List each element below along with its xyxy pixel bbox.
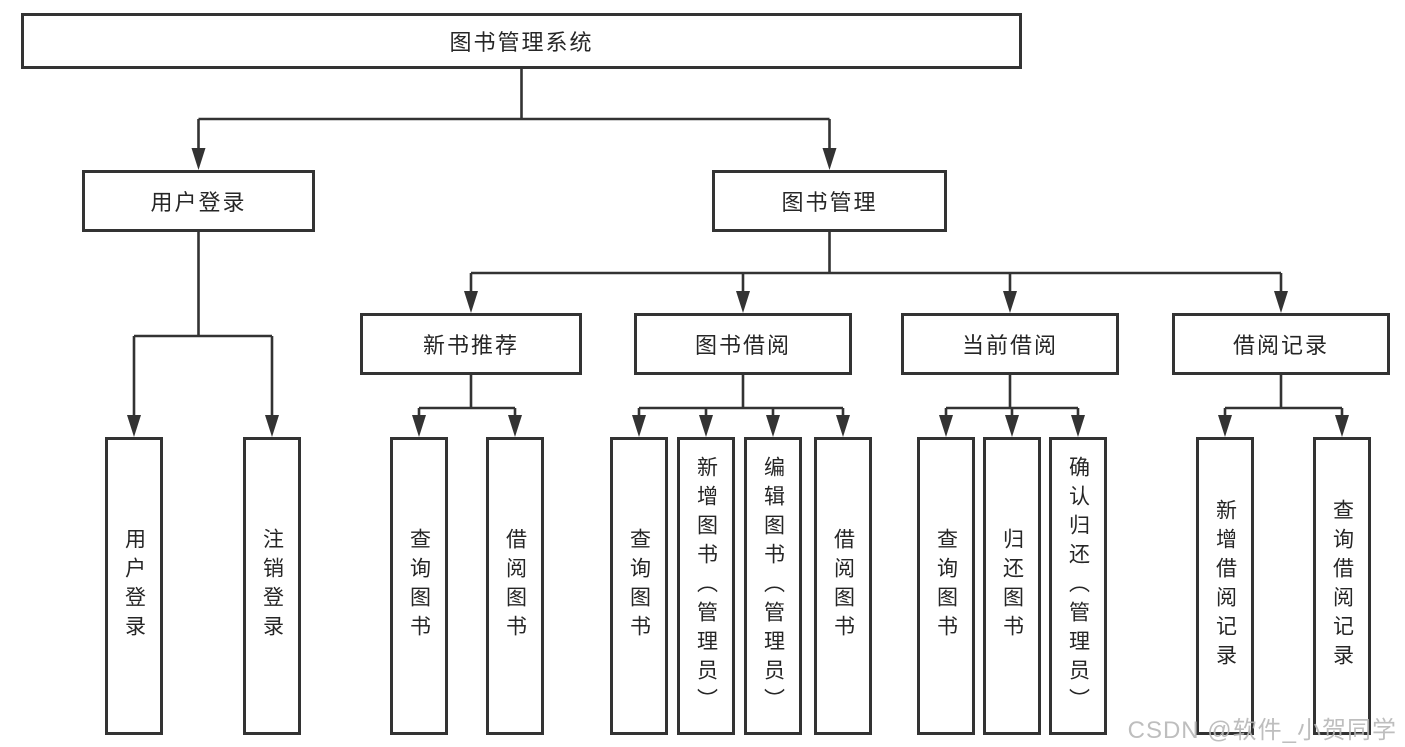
leaf-confirm-return-admin: 确认归还（管理员） — [1049, 437, 1107, 735]
leaf-label: 借阅图书 — [831, 528, 855, 644]
leaf-query-borrow-record: 查询借阅记录 — [1313, 437, 1371, 735]
leaf-query-books-recommend: 查询图书 — [390, 437, 448, 735]
leaf-logout: 注销登录 — [243, 437, 301, 735]
leaf-borrow-books-recommend: 借阅图书 — [486, 437, 544, 735]
node-user-login: 用户登录 — [82, 170, 315, 232]
leaf-label: 查询借阅记录 — [1330, 499, 1354, 673]
node-label: 借阅记录 — [1232, 333, 1329, 358]
leaf-label: 编辑图书（管理员） — [761, 455, 785, 717]
leaf-label: 确认归还（管理员） — [1066, 455, 1090, 717]
leaf-label: 查询图书 — [627, 528, 651, 644]
leaf-query-books-borrow: 查询图书 — [610, 437, 668, 735]
watermark: CSDN @软件_小贺同学 — [1127, 717, 1397, 744]
leaf-query-books-current: 查询图书 — [917, 437, 975, 735]
arrowheads — [127, 148, 1349, 437]
node-label: 图书管理系统 — [449, 30, 594, 55]
leaf-label: 查询图书 — [934, 528, 958, 644]
node-borrowing-records: 借阅记录 — [1172, 313, 1390, 375]
leaf-user-login: 用户登录 — [105, 437, 163, 735]
connector-lines — [132, 68, 1344, 421]
leaf-label: 归还图书 — [1000, 528, 1024, 644]
leaf-label: 注销登录 — [260, 528, 284, 644]
leaf-return-book: 归还图书 — [983, 437, 1041, 735]
node-current-borrowing: 当前借阅 — [901, 313, 1119, 375]
node-label: 当前借阅 — [961, 333, 1058, 358]
node-label: 用户登录 — [150, 190, 247, 215]
node-book-borrowing: 图书借阅 — [634, 313, 852, 375]
node-label: 图书借阅 — [694, 333, 791, 358]
leaf-label: 新增图书（管理员） — [694, 455, 718, 717]
leaf-add-borrow-record: 新增借阅记录 — [1196, 437, 1254, 735]
node-label: 新书推荐 — [422, 333, 519, 358]
leaf-label: 查询图书 — [407, 528, 431, 644]
leaf-label: 借阅图书 — [503, 528, 527, 644]
leaf-add-book-admin: 新增图书（管理员） — [677, 437, 735, 735]
leaf-label: 新增借阅记录 — [1213, 499, 1237, 673]
node-new-book-recommend: 新书推荐 — [360, 313, 582, 375]
leaf-borrow-books-borrow: 借阅图书 — [814, 437, 872, 735]
leaf-label: 用户登录 — [122, 528, 146, 644]
node-label: 图书管理 — [781, 190, 878, 215]
leaf-edit-book-admin: 编辑图书（管理员） — [744, 437, 802, 735]
node-book-management-system: 图书管理系统 — [21, 13, 1022, 69]
node-book-management: 图书管理 — [712, 170, 947, 232]
